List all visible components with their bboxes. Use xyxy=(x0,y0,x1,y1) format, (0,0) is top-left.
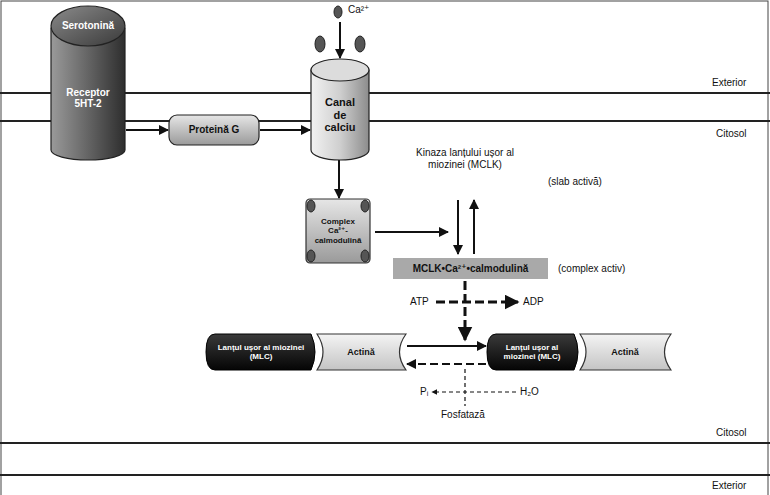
text-wrap: Canal de calciu xyxy=(318,96,362,134)
text-wrap: Lanțul ușor al miozinei (MLC) xyxy=(213,343,309,361)
phosphatase-line xyxy=(464,369,465,406)
text-wrap: Proteină G xyxy=(189,124,240,136)
square-outline xyxy=(306,199,370,263)
ion-label: Ca²⁺ xyxy=(348,4,369,16)
text-wrap: Serotonină xyxy=(62,20,114,32)
hydrolysis-arrow xyxy=(432,391,516,392)
connector-arrow xyxy=(407,345,486,347)
node-text: Proteină G xyxy=(189,124,240,136)
text-wrap: Receptor 5HT-2 xyxy=(57,87,119,110)
node-text: Receptor 5HT-2 xyxy=(57,87,119,110)
calcium-ion xyxy=(361,250,369,262)
cylinder-outline xyxy=(311,70,369,160)
connector-arrow xyxy=(126,129,168,131)
text-wrap: Actină xyxy=(611,347,639,357)
region-label: Exterior xyxy=(712,77,746,89)
calcium-ion xyxy=(355,36,365,52)
enzyme-label: Fosfatază xyxy=(441,409,485,421)
calcium-ion xyxy=(307,200,315,212)
molecule-label: Pᵢ xyxy=(420,386,428,398)
active-complex-bar: MCLK•Ca²⁺•calmodulină xyxy=(393,258,548,279)
region-label: Citosol xyxy=(716,128,747,140)
cylinder-outline xyxy=(51,28,125,160)
equilibrium-arrow xyxy=(473,200,475,254)
catalysis-arrow xyxy=(464,281,467,340)
molecule-label: ATP xyxy=(410,296,429,308)
binding-arrow xyxy=(375,231,448,233)
calcium-influx-arrow xyxy=(339,22,341,58)
mlc-shape: Lanțul ușor al miozinei (MLC) xyxy=(486,333,582,371)
node-text: Complex Ca²⁺-calmodulină xyxy=(311,217,365,245)
text-wrap: MCLK•Ca²⁺•calmodulină xyxy=(413,263,529,275)
text-wrap: Lanțul ușor al miozinei (MLC) xyxy=(492,343,572,361)
serotonin-ligand: Serotonină xyxy=(50,5,126,47)
atp-arrow xyxy=(436,301,518,304)
state-note: (slab activă) xyxy=(548,176,602,188)
mlc-shape xyxy=(487,334,578,370)
actin-shape xyxy=(580,334,671,370)
text-wrap: Actină xyxy=(347,347,375,357)
node-text: Serotonină xyxy=(62,20,114,32)
calcium-ion xyxy=(315,36,325,52)
membrane-line xyxy=(0,474,770,476)
calcium-ion xyxy=(334,6,342,18)
node-text: Lanțul ușor al miozinei (MLC) xyxy=(492,343,572,361)
node-text: Actină xyxy=(611,347,639,357)
node-text: Lanțul ușor al miozinei (MLC) xyxy=(213,343,309,361)
connector-arrow xyxy=(260,129,310,131)
channel-cylinder: Canal de calciu xyxy=(310,58,370,160)
complex-box: Complex Ca²⁺-calmodulină xyxy=(305,198,371,264)
node-text: MCLK•Ca²⁺•calmodulină xyxy=(413,263,529,275)
enzyme-label: Kinaza lanțului ușor al miozinei (MCLK) xyxy=(405,147,525,171)
equilibrium-arrow xyxy=(457,200,459,254)
node-text: Canal de calciu xyxy=(318,96,362,134)
cylinder-top xyxy=(311,59,369,81)
mlc-shape: Lanțul ușor al miozinei (MLC) xyxy=(205,333,319,371)
actin-shape: Actină xyxy=(578,333,672,371)
mlc-shape xyxy=(206,334,315,370)
rounded-box-outline xyxy=(169,115,259,145)
ellipse-outline xyxy=(51,6,125,46)
text-wrap: Complex Ca²⁺-calmodulină xyxy=(311,217,365,245)
state-note: (complex activ) xyxy=(558,263,625,275)
actin-shape xyxy=(317,334,406,370)
connector-arrow xyxy=(407,363,486,365)
calcium-ion xyxy=(307,250,315,262)
connector-arrow xyxy=(338,160,340,198)
actin-shape: Actină xyxy=(315,333,407,371)
calcium-ion xyxy=(361,200,369,212)
protein-box: Proteină G xyxy=(168,114,260,146)
region-label: Exterior xyxy=(712,480,746,492)
node-text: Actină xyxy=(347,347,375,357)
membrane-line xyxy=(0,442,770,444)
molecule-label: H₂O xyxy=(520,386,539,398)
region-label: Citosol xyxy=(716,427,747,439)
bar-fill xyxy=(393,258,548,279)
molecule-label: ADP xyxy=(523,296,544,308)
receptor-cylinder: Receptor 5HT-2 xyxy=(50,28,126,160)
